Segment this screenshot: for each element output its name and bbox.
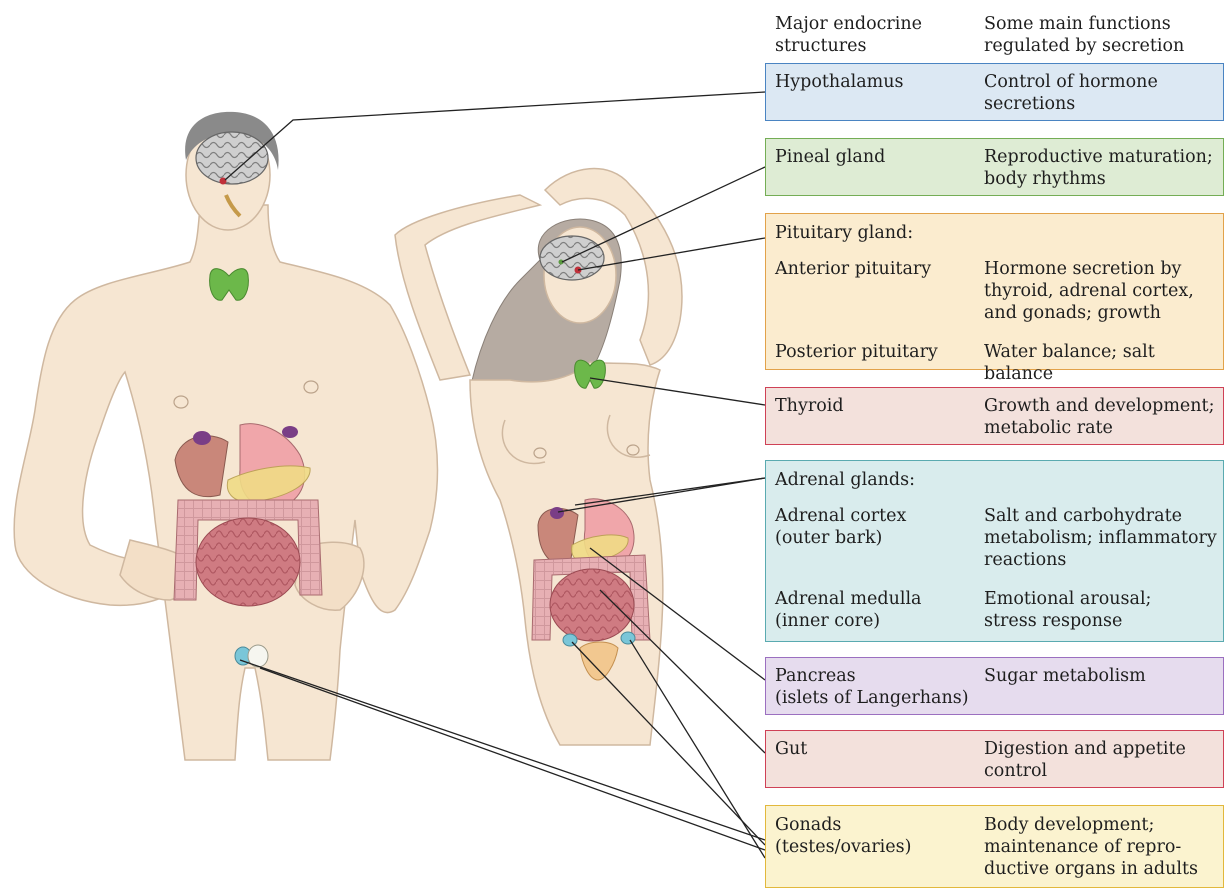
male-pancreas <box>226 465 311 503</box>
male-adrenal-right <box>282 426 298 438</box>
thyroid-box: Thyroid Growth and development;metabolic… <box>765 387 1224 445</box>
hypothalamus-function: Control of hormone <box>984 72 1158 92</box>
leader-line-pancreas <box>589 547 766 681</box>
adrenal-medulla-name: (inner core) <box>775 611 881 631</box>
leader-line-gonads-2 <box>259 667 766 851</box>
pancreas-function: Sugar metabolism <box>984 666 1146 686</box>
leader-line-pituitary <box>577 237 766 271</box>
adrenal-box: Adrenal glands: Adrenal cortex(outer bar… <box>765 460 1224 642</box>
leader-line-thyroid <box>589 377 766 406</box>
header-functions-line: Some main functions <box>984 14 1171 34</box>
adrenal-cortex-function: metabolism; inflammatory <box>984 528 1217 548</box>
male-body-silhouette <box>13 204 439 761</box>
pituitary-box: Pituitary gland: Anterior pituitary Horm… <box>765 213 1224 384</box>
female-thyroid <box>574 359 606 389</box>
male-hypothalamus-dot <box>219 177 227 185</box>
thyroid-function: metabolic rate <box>984 418 1113 438</box>
female-left-arm <box>394 194 543 381</box>
gonads-name: (testes/ovaries) <box>775 837 912 857</box>
header-functions-line: regulated by secretion <box>984 36 1185 56</box>
female-adrenal <box>550 507 564 519</box>
posterior-pituitary-function: Water balance; salt balance <box>984 342 1155 384</box>
adrenal-medulla-name: Adrenal medulla <box>775 589 922 609</box>
header-structures-line: Major endocrine <box>775 14 922 34</box>
leader-line-gonads-4 <box>629 639 766 859</box>
male-liver <box>174 435 229 498</box>
gut-name: Gut <box>775 739 808 759</box>
header-structures: Major endocrine structures <box>775 13 922 57</box>
thyroid-function: Growth and development; <box>984 396 1215 416</box>
gut-function: Digestion and appetite <box>984 739 1186 759</box>
leader-line-adrenal-1 <box>557 477 766 513</box>
gut-function: control <box>984 761 1048 781</box>
female-right-arm <box>543 167 683 366</box>
leader-line-gut <box>599 589 766 754</box>
leader-line-gonads-1 <box>239 659 766 841</box>
adrenal-title: Adrenal glands: <box>775 470 916 490</box>
leader-line-hypothalamus <box>224 91 766 181</box>
male-thyroid <box>209 268 249 301</box>
leader-lines <box>224 91 766 859</box>
anterior-pituitary-name: Anterior pituitary <box>775 259 932 279</box>
pineal-name: Pineal gland <box>775 147 886 167</box>
female-pancreas <box>571 534 629 563</box>
leader-line-pineal <box>561 166 766 263</box>
header-functions: Some main functions regulated by secreti… <box>984 13 1184 57</box>
pineal-box: Pineal gland Reproductive maturation;bod… <box>765 138 1224 196</box>
adrenal-cortex-function: Salt and carbohydrate <box>984 506 1182 526</box>
female-ovary-right <box>620 631 636 645</box>
gonads-function: ductive organs in adults <box>984 859 1199 879</box>
pancreas-box: Pancreas(islets of Langerhans) Sugar met… <box>765 657 1224 715</box>
male-hair <box>185 111 279 170</box>
pineal-function: body rhythms <box>984 169 1106 189</box>
adrenal-cortex-function: reactions <box>984 550 1067 570</box>
female-uterus <box>579 641 619 681</box>
male-testis-right <box>247 644 269 668</box>
pancreas-name: Pancreas <box>775 666 856 686</box>
anterior-pituitary-function: and gonads; growth <box>984 303 1161 323</box>
anterior-pituitary-function: Hormone secretion by <box>984 259 1182 279</box>
leader-line-gonads-3 <box>571 641 766 846</box>
male-body-figure <box>13 111 439 761</box>
adrenal-medulla-function: stress response <box>984 611 1123 631</box>
adrenal-medulla-function: Emotional arousal; <box>984 589 1152 609</box>
leader-line-adrenal-2 <box>574 477 766 506</box>
female-body-figure <box>394 167 683 746</box>
pineal-function: Reproductive maturation; <box>984 147 1213 167</box>
female-pineal-dot <box>558 259 564 265</box>
posterior-pituitary-name: Posterior pituitary <box>775 342 938 362</box>
gonads-function: Body development; <box>984 815 1155 835</box>
header-structures-line: structures <box>775 36 867 56</box>
gonads-function: maintenance of repro- <box>984 837 1182 857</box>
hypothalamus-function: secretions <box>984 94 1076 114</box>
male-adrenal-left <box>193 431 211 445</box>
gonads-name: Gonads <box>775 815 842 835</box>
hypothalamus-name: Hypothalamus <box>775 72 904 92</box>
adrenal-cortex-name: Adrenal cortex <box>775 506 907 526</box>
gonads-box: Gonads(testes/ovaries) Body development;… <box>765 805 1224 888</box>
pancreas-name: (islets of Langerhans) <box>775 688 969 708</box>
thyroid-name: Thyroid <box>775 396 844 416</box>
pituitary-title: Pituitary gland: <box>775 223 914 243</box>
anterior-pituitary-function: thyroid, adrenal cortex, <box>984 281 1194 301</box>
adrenal-cortex-name: (outer bark) <box>775 528 883 548</box>
